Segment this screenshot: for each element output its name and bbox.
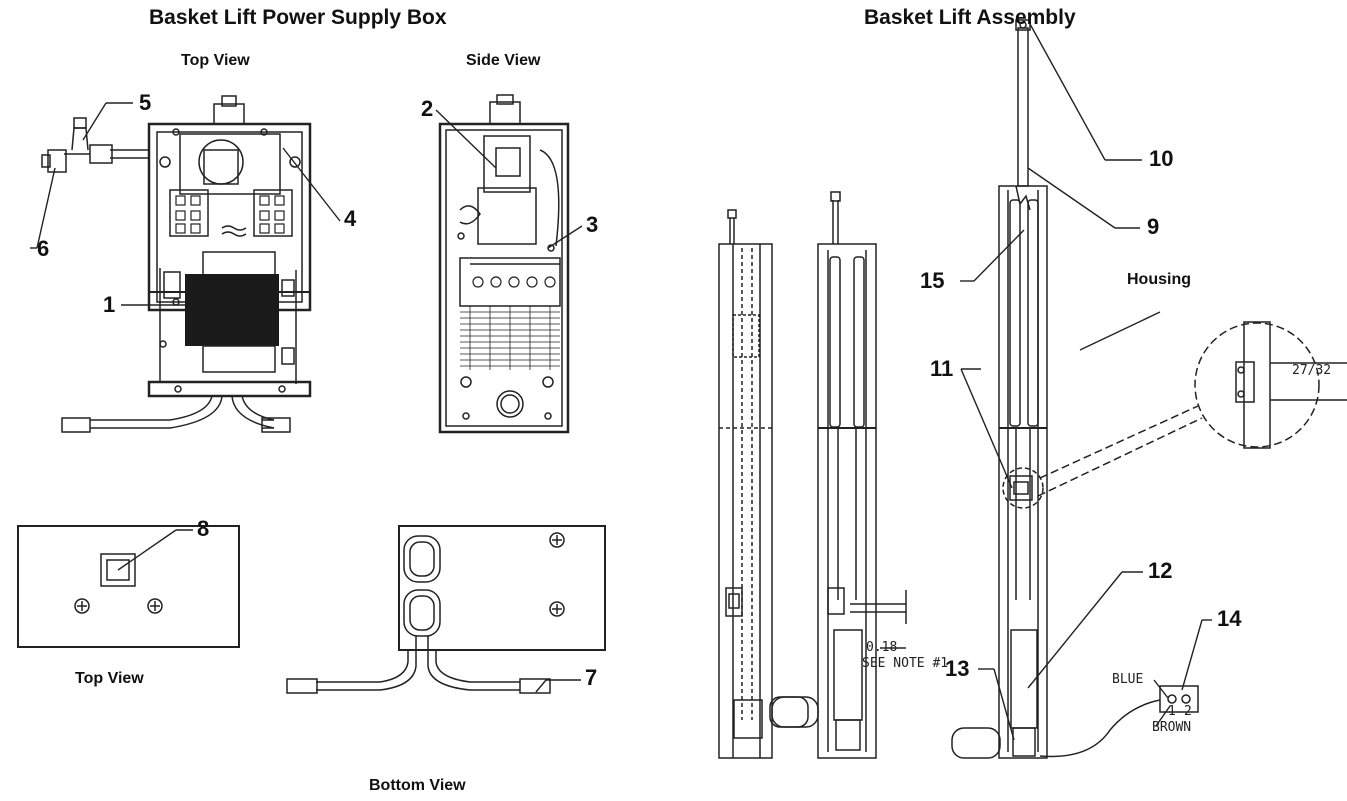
callout-11: 11 <box>930 356 954 381</box>
power-box-bottom-view-drawing <box>286 525 606 694</box>
callout-8: 8 <box>197 516 210 541</box>
pin-1-label: 1 <box>1168 704 1176 719</box>
dimension-detail-label: 27/32 <box>1292 363 1332 378</box>
callout-14: 14 <box>1217 606 1242 631</box>
callout-6: 6 <box>37 236 50 261</box>
power-supply-box-title: Basket Lift Power Supply Box <box>149 6 447 29</box>
see-note-label: SEE NOTE #1 <box>862 656 949 671</box>
top-view-lower-label: Top View <box>75 670 144 687</box>
callout-4: 4 <box>344 206 357 231</box>
power-box-lower-top-view-drawing <box>17 525 240 648</box>
power-box-side-view-drawing <box>438 94 570 434</box>
wire-brown-label: BROWN <box>1152 720 1192 735</box>
callout-12: 12 <box>1148 558 1173 583</box>
bottom-view-label: Bottom View <box>369 777 466 794</box>
side-view-label: Side View <box>466 52 541 69</box>
basket-lift-assembly-title: Basket Lift Assembly <box>864 6 1076 29</box>
callout-15: 15 <box>920 268 945 293</box>
callout-7: 7 <box>585 665 598 690</box>
callout-3: 3 <box>586 212 599 237</box>
callout-13: 13 <box>945 656 970 681</box>
leader-lines <box>30 23 1212 741</box>
power-box-top-view-drawing <box>41 95 312 433</box>
callout-2: 2 <box>421 96 434 121</box>
pin-2-label: 2 <box>1184 704 1192 719</box>
housing-label: Housing <box>1127 271 1191 288</box>
top-view-label: Top View <box>181 52 250 69</box>
lift-assembly-middle-drawing <box>771 191 907 759</box>
callout-1: 1 <box>103 292 116 317</box>
callout-5: 5 <box>139 90 152 115</box>
callout-9: 9 <box>1147 214 1160 239</box>
wire-blue-label: BLUE <box>1112 672 1144 687</box>
lift-assembly-left-drawing <box>718 209 809 759</box>
dimension-gap-label: 0.18 <box>866 640 898 655</box>
lift-assembly-main-drawing <box>951 19 1347 759</box>
callout-10: 10 <box>1149 146 1174 171</box>
